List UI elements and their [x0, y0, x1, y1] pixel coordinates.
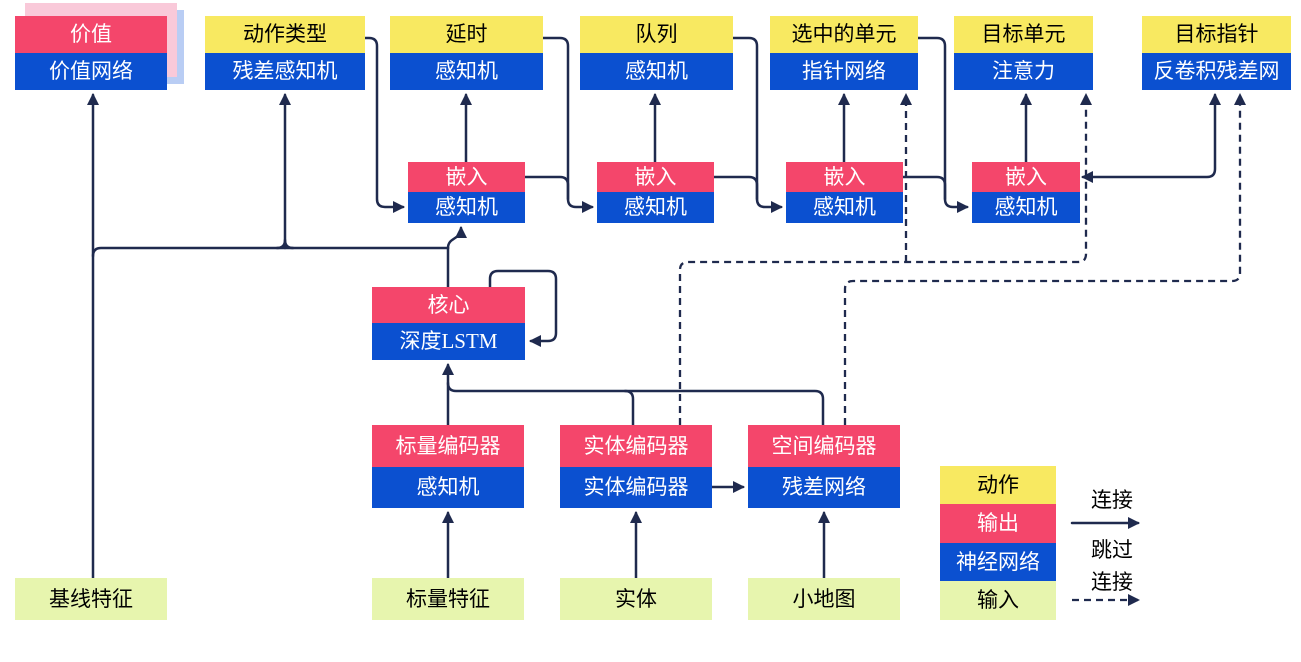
edge-core-self-loop: [488, 269, 558, 347]
legend-output: 输出: [940, 504, 1056, 543]
node-queue-network: 感知机: [580, 53, 733, 90]
node-embed-2-output: 嵌入: [597, 162, 714, 192]
node-scalar-features-label: 标量特征: [372, 578, 524, 620]
node-embed-1-network: 感知机: [408, 192, 525, 223]
node-target-point-network: 反卷积残差网: [1142, 53, 1291, 90]
node-value-network: 价值网络: [15, 53, 167, 90]
node-scalar-encoder-output: 标量编码器: [372, 425, 524, 467]
node-entity-encoder-output: 实体编码器: [560, 425, 712, 467]
node-delay: 延时 感知机: [390, 16, 543, 90]
node-value-output: 价值: [15, 16, 167, 53]
node-entities-label: 实体: [560, 578, 712, 620]
edge-queue-to-embed3: [731, 36, 783, 213]
skip-entityenc-to-targetunit: [678, 93, 1092, 425]
node-core-output: 核心: [372, 287, 525, 323]
edge-embed1-out: [523, 175, 570, 201]
legend-connection-label: 连接: [1091, 488, 1133, 512]
legend-input: 输入: [940, 581, 1056, 620]
edge-entity-collector: [623, 389, 635, 427]
node-target-unit: 目标单元 注意力: [954, 16, 1093, 90]
node-embed-1-output: 嵌入: [408, 162, 525, 192]
node-target-unit-network: 注意力: [954, 53, 1093, 90]
node-target-unit-action: 目标单元: [954, 16, 1093, 53]
edge-spatial-collector: [446, 381, 825, 427]
skip-spatialenc-to-targetpoint: [843, 93, 1246, 425]
node-embed-3: 嵌入 感知机: [786, 162, 903, 223]
node-action-type: 动作类型 残差感知机: [205, 16, 365, 90]
node-queue-action: 队列: [580, 16, 733, 53]
node-selected-units-network: 指针网络: [770, 53, 918, 90]
edge-core-out-horizontal: [91, 246, 450, 258]
node-embed-4-output: 嵌入: [972, 162, 1080, 192]
node-target-point: 目标指针 反卷积残差网: [1142, 16, 1291, 90]
edge-delay-to-embed2: [541, 36, 594, 213]
node-baseline-features: 基线特征: [15, 578, 167, 620]
legend-network: 神经网络: [940, 543, 1056, 581]
node-queue: 队列 感知机: [580, 16, 733, 90]
node-scalar-features: 标量特征: [372, 578, 524, 620]
node-delay-action: 延时: [390, 16, 543, 53]
edge-core-to-embed1: [446, 226, 467, 250]
node-entities: 实体: [560, 578, 712, 620]
legend: 动作 输出 神经网络 输入: [940, 466, 1056, 620]
node-embed-3-output: 嵌入: [786, 162, 903, 192]
node-entity-encoder: 实体编码器 实体编码器: [560, 425, 712, 508]
legend-action: 动作: [940, 466, 1056, 504]
legend-skip-label-line1: 跳过: [1091, 538, 1133, 562]
edge-embed2-out: [712, 175, 759, 201]
node-embed-2: 嵌入 感知机: [597, 162, 714, 223]
node-core: 核心 深度LSTM: [372, 287, 525, 360]
node-scalar-encoder: 标量编码器 感知机: [372, 425, 524, 508]
node-target-point-action: 目标指针: [1142, 16, 1291, 53]
node-selected-units: 选中的单元 指针网络: [770, 16, 918, 90]
node-action-type-network: 残差感知机: [205, 53, 365, 90]
node-embed-4-network: 感知机: [972, 192, 1080, 223]
edge-embed3-out: [901, 175, 947, 201]
node-action-type-action: 动作类型: [205, 16, 365, 53]
node-spatial-encoder: 空间编码器 残差网络: [748, 425, 900, 508]
edge-selected-to-embed4: [916, 36, 969, 213]
edge-actiontype-to-embed1: [363, 36, 405, 213]
node-delay-network: 感知机: [390, 53, 543, 90]
node-embed-4: 嵌入 感知机: [972, 162, 1080, 223]
node-embed-3-network: 感知机: [786, 192, 903, 223]
node-embed-1: 嵌入 感知机: [408, 162, 525, 223]
node-core-network: 深度LSTM: [372, 323, 525, 360]
node-minimap: 小地图: [748, 578, 900, 620]
node-minimap-label: 小地图: [748, 578, 900, 620]
node-embed-2-network: 感知机: [597, 192, 714, 223]
node-baseline-features-label: 基线特征: [15, 578, 167, 620]
node-entity-encoder-network: 实体编码器: [560, 467, 712, 508]
edge-embed4-targetpoint: [1081, 93, 1221, 183]
node-spatial-encoder-network: 残差网络: [748, 467, 900, 508]
node-spatial-encoder-output: 空间编码器: [748, 425, 900, 467]
legend-skip-label-line2: 连接: [1091, 570, 1133, 594]
node-selected-units-action: 选中的单元: [770, 16, 918, 53]
node-scalar-encoder-network: 感知机: [372, 467, 524, 508]
node-value: 价值 价值网络: [15, 3, 184, 90]
